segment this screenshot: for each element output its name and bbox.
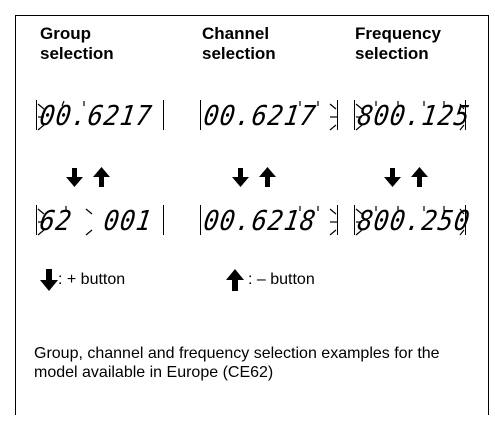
arrow-pair-frequency xyxy=(384,167,428,187)
channel-title-line1: Channel xyxy=(202,24,270,43)
diagram-frame-right xyxy=(488,15,489,415)
group-title-line1: Group xyxy=(40,24,91,43)
group-title: Group selection xyxy=(40,24,114,64)
blink-rays-icon xyxy=(355,206,465,236)
arrow-down-icon xyxy=(232,168,249,187)
frequency-title: Frequency selection xyxy=(355,24,441,64)
frequency-display-top: 800.125 xyxy=(354,100,473,134)
arrow-down-icon xyxy=(384,168,401,187)
group-display-bottom: 62 001 xyxy=(36,205,164,239)
arrow-pair-group xyxy=(66,167,110,187)
figure-caption: Group, channel and frequency selection e… xyxy=(34,345,440,381)
channel-display-bottom: 00.6218 xyxy=(200,205,338,239)
blink-rays-icon xyxy=(355,101,465,131)
legend-plus-button: : + button xyxy=(58,271,126,288)
arrow-pair-channel xyxy=(232,167,276,187)
arrow-up-icon xyxy=(411,167,428,187)
frequency-title-line2: selection xyxy=(355,44,429,63)
blink-rays-icon xyxy=(299,101,337,131)
frequency-title-line1: Frequency xyxy=(355,24,441,43)
channel-title-line2: selection xyxy=(202,44,276,63)
arrow-up-icon xyxy=(93,167,110,187)
blink-rays-icon xyxy=(37,100,85,131)
arrow-down-icon xyxy=(66,168,83,187)
arrow-up-icon xyxy=(226,269,244,291)
channel-title: Channel selection xyxy=(202,24,276,64)
arrow-down-icon xyxy=(40,269,58,291)
group-display-top: 00.6217 xyxy=(36,100,164,134)
group-title-line2: selection xyxy=(40,44,114,63)
legend-minus-button: : – button xyxy=(248,271,315,288)
frequency-display-bottom: 800.250 xyxy=(354,205,473,239)
blink-rays-icon xyxy=(37,206,93,236)
channel-display-top: 00.6217 xyxy=(200,100,338,134)
blink-rays-icon xyxy=(299,206,337,236)
arrow-up-icon xyxy=(259,167,276,187)
diagram-frame xyxy=(15,15,489,415)
